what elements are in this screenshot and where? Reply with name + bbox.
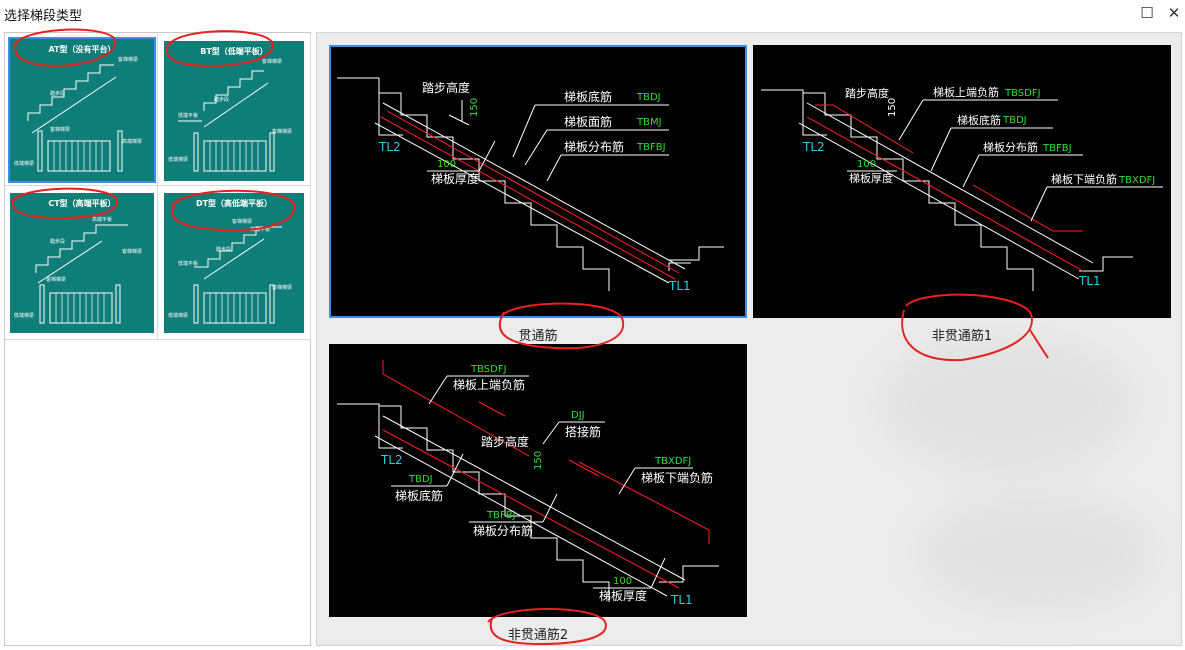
thumb-text: 高端平板: [250, 226, 270, 233]
dist-bar-code: TBFBJ: [1042, 143, 1072, 154]
thickness-label: 梯板厚度: [599, 588, 647, 603]
tl2-label: TL2: [378, 140, 401, 154]
at-stair-drawing: AT型（没有平台） 客梯梯梁 踏步段 客梯梯梁 低端梯梁 高端梯梁: [14, 44, 142, 172]
dist-bar-label: 梯板分布筋: [983, 140, 1038, 154]
thumb-text: 客梯梯梁: [232, 218, 252, 225]
thumb-text: 高端梯梁: [122, 138, 142, 145]
stair-section-drawing: TBSDFJ 梯板上端负筋 DJJ 搭接筋 踏步高度 150 TL2 TL1 T…: [337, 360, 719, 607]
type-cell-bt[interactable]: [158, 33, 311, 186]
djj-code: DJJ: [571, 410, 585, 421]
tread-height-label: 踏步高度: [422, 80, 470, 95]
stair-section-drawing: 踏步高度 150 TL2 TL1 100 梯板厚度 梯板底筋 TBDJ 梯板面筋…: [337, 77, 724, 293]
bt-stair-drawing: BT型（低端平板） 客梯梯梁 踏步段 低端平板 客梯梯梁 低端梯梁: [168, 46, 292, 172]
thumb-text: 高端平板: [92, 216, 112, 223]
thumb-text: 踏步段: [50, 90, 65, 97]
type-label-dt: DT型（高低端平板）: [196, 198, 272, 208]
tread-height-label: 踏步高度: [845, 86, 889, 100]
type-label-ct: CT型（高端平板）: [48, 198, 115, 208]
tl1-label: TL1: [668, 279, 691, 293]
preview-panel: 踏步高度 150 TL2 TL1 100 梯板厚度 梯板底筋 TBDJ 梯板面筋…: [316, 32, 1182, 646]
top-bar-code: TBMJ: [636, 117, 662, 128]
lower-neg-code: TBXDFJ: [654, 456, 691, 467]
top-bar-label: 梯板面筋: [564, 114, 612, 129]
preview-caption-through: 贯通筋: [518, 329, 558, 344]
thumb-text: 客梯梯梁: [46, 276, 66, 283]
type-thumb-dt[interactable]: DT型（高低端平板） 客梯梯梁 高端平板 踏步段 低端平板 客梯梯梁 低端梯梁: [164, 193, 304, 333]
bottom-bar-code: TBDJ: [1002, 115, 1027, 126]
upper-neg-label: 梯板上端负筋: [453, 377, 525, 392]
thickness-100-label: 100: [437, 159, 456, 170]
upper-neg-label: 梯板上端负筋: [933, 85, 999, 99]
dist-bar-code: TBFBJ: [486, 510, 516, 521]
thumb-text: 踏步段: [50, 238, 65, 245]
bottom-bar-label: 梯板底筋: [957, 113, 1001, 127]
preview-caption-non-through-1: 非贯通筋1: [931, 329, 993, 344]
background-blur: [877, 333, 1137, 473]
tread-height-label: 踏步高度: [481, 434, 529, 449]
thickness-100-label: 100: [857, 159, 876, 170]
bottom-bar-code: TBDJ: [408, 474, 433, 485]
thumb-text: 低端平板: [178, 260, 198, 267]
dt-stair-drawing: DT型（高低端平板） 客梯梯梁 高端平板 踏步段 低端平板 客梯梯梁 低端梯梁: [168, 198, 292, 324]
maximize-icon[interactable]: ☐: [1140, 4, 1154, 22]
stair-section-drawing: 踏步高度 150 TL2 TL1 100 梯板厚度 梯板上端负筋 TBSDFJ …: [761, 85, 1163, 291]
thumb-text: 踏步段: [216, 246, 231, 253]
lower-neg-code: TBXDFJ: [1118, 175, 1155, 186]
preview-non-through-2[interactable]: TBSDFJ 梯板上端负筋 DJJ 搭接筋 踏步高度 150 TL2 TL1 T…: [329, 344, 747, 617]
type-cell-at[interactable]: [5, 33, 158, 186]
thumb-text: 低端梯梁: [168, 156, 188, 163]
bottom-bar-label: 梯板底筋: [395, 488, 443, 503]
thumb-text: 客梯梯梁: [272, 128, 292, 135]
background-blur: [917, 493, 1157, 613]
thumb-text: 低端梯梁: [168, 312, 188, 319]
thumb-text: 客梯梯梁: [262, 58, 282, 65]
preview-non-through-1[interactable]: 踏步高度 150 TL2 TL1 100 梯板厚度 梯板上端负筋 TBSDFJ …: [753, 45, 1171, 318]
type-thumb-ct[interactable]: CT型（高端平板） 高端平板 踏步段 客梯梯梁 客梯梯梁 低端梯梁: [10, 193, 154, 333]
type-label-at: AT型（没有平台）: [48, 44, 115, 54]
dist-bar-label: 梯板分布筋: [564, 139, 624, 154]
thumb-text: 低端梯梁: [14, 312, 34, 319]
tl2-label: TL2: [802, 140, 825, 154]
bottom-bar-code: TBDJ: [636, 92, 661, 103]
type-cell-ct[interactable]: [5, 186, 158, 340]
lower-neg-label: 梯板下端负筋: [641, 470, 713, 485]
thickness-label: 梯板厚度: [849, 171, 893, 185]
type-cell-dt[interactable]: [158, 186, 311, 340]
close-icon[interactable]: ✕: [1167, 4, 1181, 22]
type-thumb-bt[interactable]: BT型（低端平板） 客梯梯梁 踏步段 低端平板 客梯梯梁 低端梯梁: [164, 41, 304, 181]
preview-through-bar[interactable]: 踏步高度 150 TL2 TL1 100 梯板厚度 梯板底筋 TBDJ 梯板面筋…: [329, 45, 747, 318]
ct-stair-drawing: CT型（高端平板） 高端平板 踏步段 客梯梯梁 客梯梯梁 低端梯梁: [14, 198, 142, 324]
thumb-text: 客梯梯梁: [272, 284, 292, 291]
thumb-text: 客梯梯梁: [50, 126, 70, 133]
dist-bar-label: 梯板分布筋: [473, 523, 533, 538]
upper-neg-code: TBSDFJ: [470, 364, 507, 375]
title-bar: 选择梯段类型 ☐ ✕: [0, 0, 1185, 28]
dist-bar-code: TBFBJ: [636, 142, 666, 153]
thumb-text: 低端平板: [178, 112, 198, 119]
type-label-bt: BT型（低端平板）: [200, 46, 268, 56]
thumb-text: 踏步段: [214, 96, 229, 103]
type-list-panel: AT型（没有平台） 客梯梯梁 踏步段 客梯梯梁 低端梯梁 高端梯梁 BT型（低端…: [4, 32, 311, 646]
thumb-text: 客梯梯梁: [122, 248, 142, 255]
thickness-label: 梯板厚度: [431, 171, 479, 186]
height-150-label: 150: [469, 98, 480, 117]
tl2-label: TL2: [380, 453, 403, 467]
window-title: 选择梯段类型: [4, 9, 83, 24]
upper-neg-code: TBSDFJ: [1004, 88, 1041, 99]
height-150-label: 150: [887, 98, 898, 117]
thickness-100-label: 100: [613, 576, 632, 587]
thumb-text: 客梯梯梁: [118, 56, 138, 63]
tl1-label: TL1: [1078, 274, 1101, 288]
lower-neg-label: 梯板下端负筋: [1051, 172, 1117, 186]
bottom-bar-label: 梯板底筋: [564, 89, 612, 104]
type-thumb-at[interactable]: AT型（没有平台） 客梯梯梁 踏步段 客梯梯梁 低端梯梁 高端梯梁: [8, 37, 156, 183]
thumb-text: 低端梯梁: [14, 160, 34, 167]
height-150-label: 150: [533, 451, 544, 470]
preview-caption-non-through-2: 非贯通筋2: [507, 628, 569, 643]
djj-label: 搭接筋: [565, 424, 601, 439]
tl1-label: TL1: [670, 593, 693, 607]
